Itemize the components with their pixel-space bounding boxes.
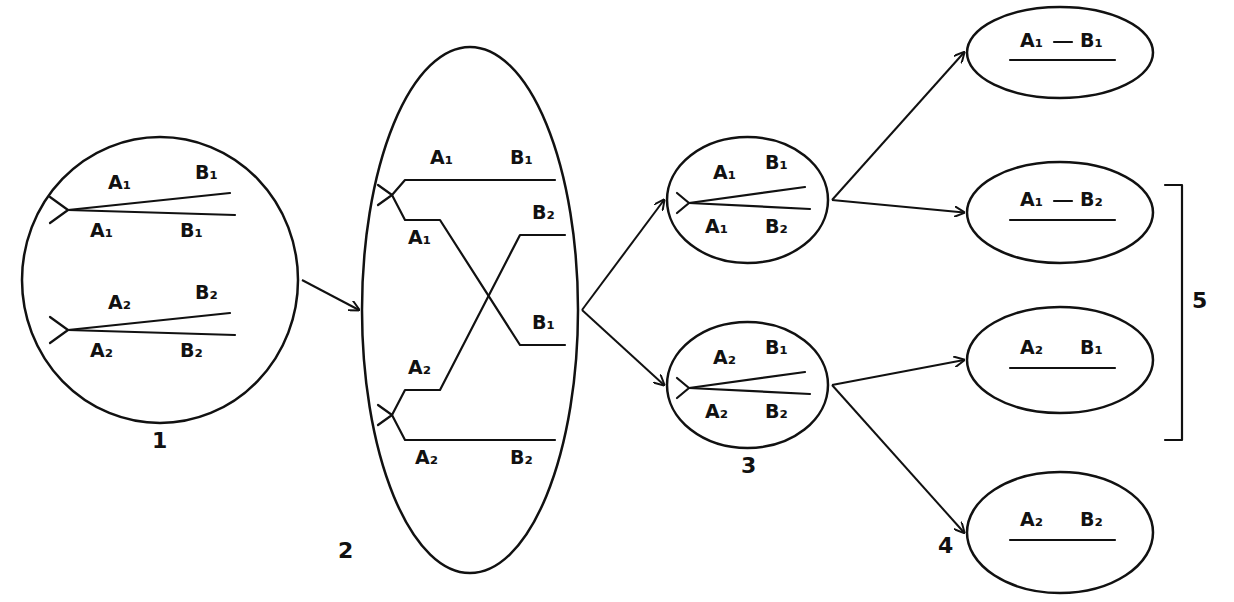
allele-label: B₂ xyxy=(510,448,533,467)
ellipse-outline xyxy=(20,135,300,425)
cell-ellipse: A₂ B₁ A₂ B₂ xyxy=(665,320,830,450)
allele-label: B₁ xyxy=(532,313,555,332)
allele-label: B₂ xyxy=(1080,510,1103,529)
stage-arrow xyxy=(832,53,964,201)
chromatid-line xyxy=(392,195,565,345)
ellipse-outline xyxy=(665,320,830,450)
group-bracket xyxy=(1165,185,1182,440)
chromatid-line xyxy=(392,415,555,440)
ellipse-outline xyxy=(965,305,1155,415)
cell-membrane xyxy=(667,322,828,448)
allele-label: A₁ xyxy=(1020,190,1043,209)
chromatid-line xyxy=(392,235,565,415)
chromatid-line xyxy=(392,180,555,195)
chromatid-line xyxy=(68,193,230,210)
cell-ellipse: A₁ B₂ xyxy=(965,160,1155,265)
allele-label: A₂ xyxy=(1020,338,1043,357)
stage-arrow xyxy=(832,360,964,385)
allele-label: A₂ xyxy=(415,448,438,467)
allele-label: B₁ xyxy=(1080,31,1103,50)
allele-label: A₂ xyxy=(108,293,131,312)
chromatid-line xyxy=(689,372,805,388)
chromatid-line xyxy=(1054,200,1072,202)
allele-label: A₂ xyxy=(705,402,728,421)
cell-ellipse: A₁ B₁ A₁ B₁ A₂ B₂ A₂ B₂ xyxy=(20,135,300,425)
allele-label: B₂ xyxy=(765,402,788,421)
allele-label: B₁ xyxy=(765,153,788,172)
chromatid-line xyxy=(68,313,230,330)
cell-membrane xyxy=(967,7,1153,98)
stage-number: 5 xyxy=(1192,290,1207,312)
stage-number: 2 xyxy=(338,540,353,562)
cell-membrane xyxy=(22,137,298,423)
allele-label: B₂ xyxy=(765,217,788,236)
allele-label: A₁ xyxy=(430,148,453,167)
allele-label: A₂ xyxy=(90,341,113,360)
ellipse-outline xyxy=(360,45,580,575)
chromatid-line xyxy=(1054,41,1072,43)
chromatid-line xyxy=(689,388,810,394)
chromatid-line xyxy=(50,197,68,223)
chromatid-line xyxy=(1010,367,1115,369)
ellipse-outline xyxy=(965,470,1155,595)
stage-arrow xyxy=(582,310,664,385)
allele-label: B₁ xyxy=(195,163,218,182)
allele-label: B₁ xyxy=(765,338,788,357)
allele-label: A₁ xyxy=(408,228,431,247)
chromatid-line xyxy=(1010,59,1115,61)
stage-number: 1 xyxy=(152,430,167,452)
allele-label: B₂ xyxy=(1080,190,1103,209)
cell-ellipse: A₂ B₁ xyxy=(965,305,1155,415)
allele-label: A₂ xyxy=(408,358,431,377)
ellipse-outline xyxy=(965,5,1155,100)
allele-label: B₂ xyxy=(180,341,203,360)
chromatid-line xyxy=(1010,539,1115,541)
cell-ellipse: A₁ B₁ B₂ A₁ A₂ B₁ A₂ B₂ xyxy=(360,45,580,575)
stage-arrow xyxy=(832,200,964,213)
chromatid-line xyxy=(378,405,392,425)
chromatid-line xyxy=(378,185,392,205)
cell-membrane xyxy=(967,472,1153,593)
allele-label: A₂ xyxy=(713,348,736,367)
stage-arrow xyxy=(832,385,964,533)
cell-membrane xyxy=(967,162,1153,263)
cell-ellipse: A₂ B₂ xyxy=(965,470,1155,595)
allele-label: B₁ xyxy=(180,221,203,240)
cell-membrane xyxy=(667,137,828,263)
cell-membrane xyxy=(362,47,578,573)
chromatid-line xyxy=(68,330,235,335)
stage-arrow xyxy=(582,200,664,310)
chromatid-line xyxy=(68,210,235,215)
cell-membrane xyxy=(967,307,1153,413)
ellipse-outline xyxy=(665,135,830,265)
chromatid-line xyxy=(689,187,805,203)
stage-arrow xyxy=(302,280,359,310)
allele-label: B₁ xyxy=(1080,338,1103,357)
cell-ellipse: A₁ B₁ A₁ B₂ xyxy=(665,135,830,265)
stage-number: 4 xyxy=(938,535,953,557)
allele-label: B₂ xyxy=(195,283,218,302)
chromatid-line xyxy=(1010,219,1115,221)
allele-label: A₂ xyxy=(1020,510,1043,529)
chromatid-line xyxy=(677,378,689,398)
allele-label: A₁ xyxy=(108,173,131,192)
cell-ellipse: A₁ B₁ xyxy=(965,5,1155,100)
allele-label: A₁ xyxy=(713,163,736,182)
allele-label: A₁ xyxy=(90,221,113,240)
chromatid-line xyxy=(50,317,68,343)
allele-label: A₁ xyxy=(1020,31,1043,50)
stage-number: 3 xyxy=(741,455,756,477)
chromatid-line xyxy=(689,203,810,209)
chromatid-line xyxy=(677,193,689,213)
allele-label: B₂ xyxy=(532,203,555,222)
allele-label: A₁ xyxy=(705,217,728,236)
ellipse-outline xyxy=(965,160,1155,265)
allele-label: B₁ xyxy=(510,148,533,167)
